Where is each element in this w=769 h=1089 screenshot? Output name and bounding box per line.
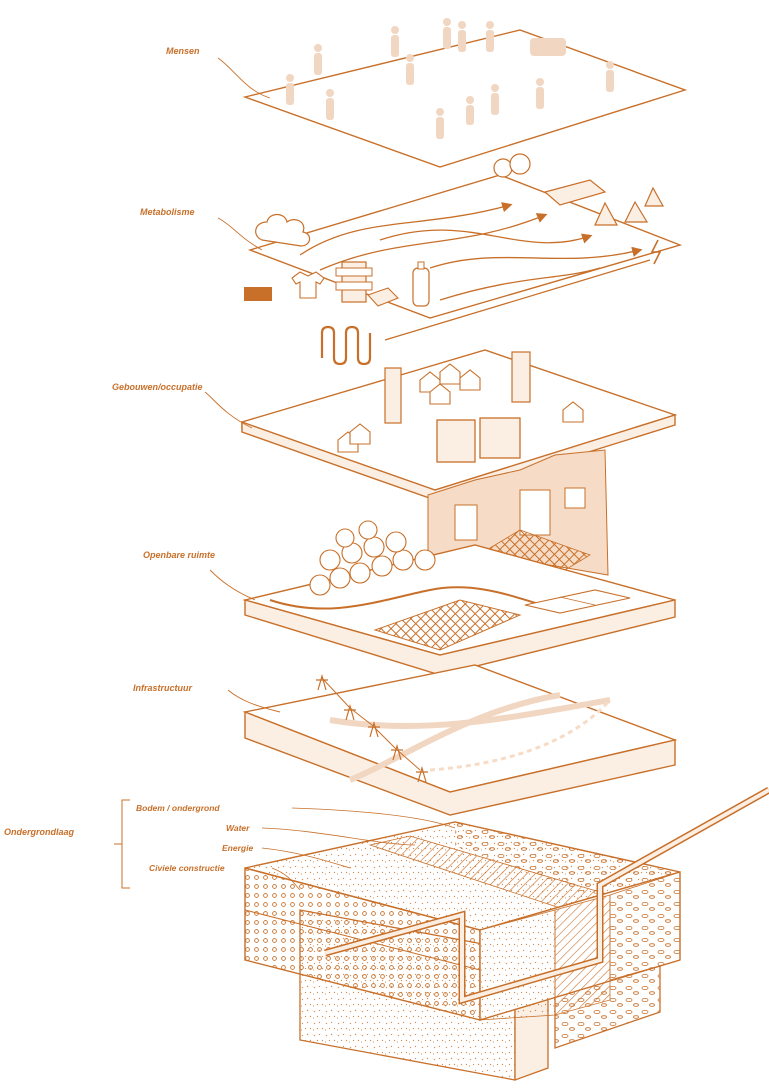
label-ondergrondlaag: Ondergrondlaag bbox=[4, 827, 74, 837]
label-water: Water bbox=[226, 823, 249, 833]
label-bodem: Bodem / ondergrond bbox=[136, 803, 220, 813]
layer-mensen bbox=[218, 18, 685, 167]
layer-metabolisme bbox=[218, 154, 680, 364]
label-metabolisme: Metabolisme bbox=[140, 207, 195, 217]
layer-ondergrondlaag bbox=[114, 790, 769, 1080]
label-energie: Energie bbox=[222, 843, 253, 853]
layer-infrastructuur bbox=[228, 665, 675, 815]
label-infrastructuur: Infrastructuur bbox=[133, 683, 192, 693]
label-mensen: Mensen bbox=[166, 46, 200, 56]
label-openbare-ruimte: Openbare ruimte bbox=[143, 550, 215, 560]
label-gebouwen: Gebouwen/occupatie bbox=[112, 382, 203, 392]
label-civiele: Civiele constructie bbox=[149, 863, 225, 873]
